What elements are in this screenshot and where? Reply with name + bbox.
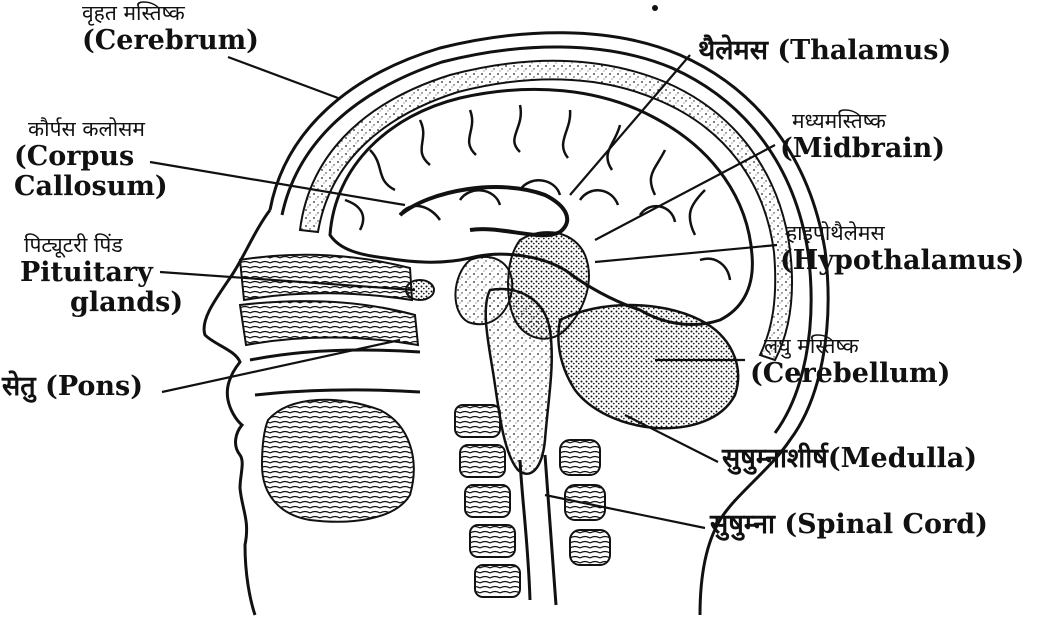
label-cerebrum-hindi: वृहत मस्तिष्क xyxy=(82,2,259,26)
label-spinal-cord: सुषुम्ना (Spinal Cord) xyxy=(710,510,988,540)
label-corpus-callosum: कौर्पस कलोसम (Corpus Callosum) xyxy=(14,118,168,202)
leader-cerebrum xyxy=(228,57,338,98)
label-cerebrum-english: (Cerebrum) xyxy=(82,26,259,56)
corpus-callosum-shape xyxy=(400,187,567,235)
label-hypothalamus: हाइपोथैलेमस (Hypothalamus) xyxy=(780,222,1024,276)
label-midbrain-english: (Midbrain) xyxy=(780,134,945,164)
label-pons: सेतु (Pons) xyxy=(2,372,143,402)
leader-hypothalamus xyxy=(595,245,777,262)
label-cerebellum-hindi: लघु मस्तिष्क xyxy=(750,335,950,359)
label-medulla: सुषुम्नाशीर्ष(Medulla) xyxy=(722,444,977,474)
label-pituitary-hindi: पिट्यूटरी पिंड xyxy=(20,234,183,258)
ink-dot xyxy=(652,5,658,11)
label-corpus-callosum-english-1: (Corpus xyxy=(14,142,168,172)
label-corpus-callosum-hindi: कौर्पस कलोसम xyxy=(14,118,168,142)
label-cerebellum-english: (Cerebellum) xyxy=(750,359,950,389)
label-pituitary: पिट्यूटरी पिंड Pituitary glands) xyxy=(20,234,183,318)
label-hypothalamus-hindi: हाइपोथैलेमस xyxy=(780,222,1024,246)
label-midbrain: मध्यमस्तिष्क (Midbrain) xyxy=(780,110,945,164)
leader-pons xyxy=(162,340,400,392)
label-pituitary-english-1: Pituitary xyxy=(20,258,183,288)
label-thalamus: थैलेमस (Thalamus) xyxy=(698,36,951,66)
nasal-oral-region xyxy=(240,255,420,522)
label-corpus-callosum-english-2: Callosum) xyxy=(14,172,168,202)
label-pituitary-english-2: glands) xyxy=(20,288,183,318)
label-midbrain-hindi: मध्यमस्तिष्क xyxy=(780,110,945,134)
spinal-cord-shape xyxy=(520,455,556,605)
label-cerebellum: लघु मस्तिष्क (Cerebellum) xyxy=(750,335,950,389)
leader-corpus-callosum xyxy=(150,162,405,205)
label-hypothalamus-english: (Hypothalamus) xyxy=(780,246,1024,276)
label-cerebrum: वृहत मस्तिष्क (Cerebrum) xyxy=(82,2,259,56)
